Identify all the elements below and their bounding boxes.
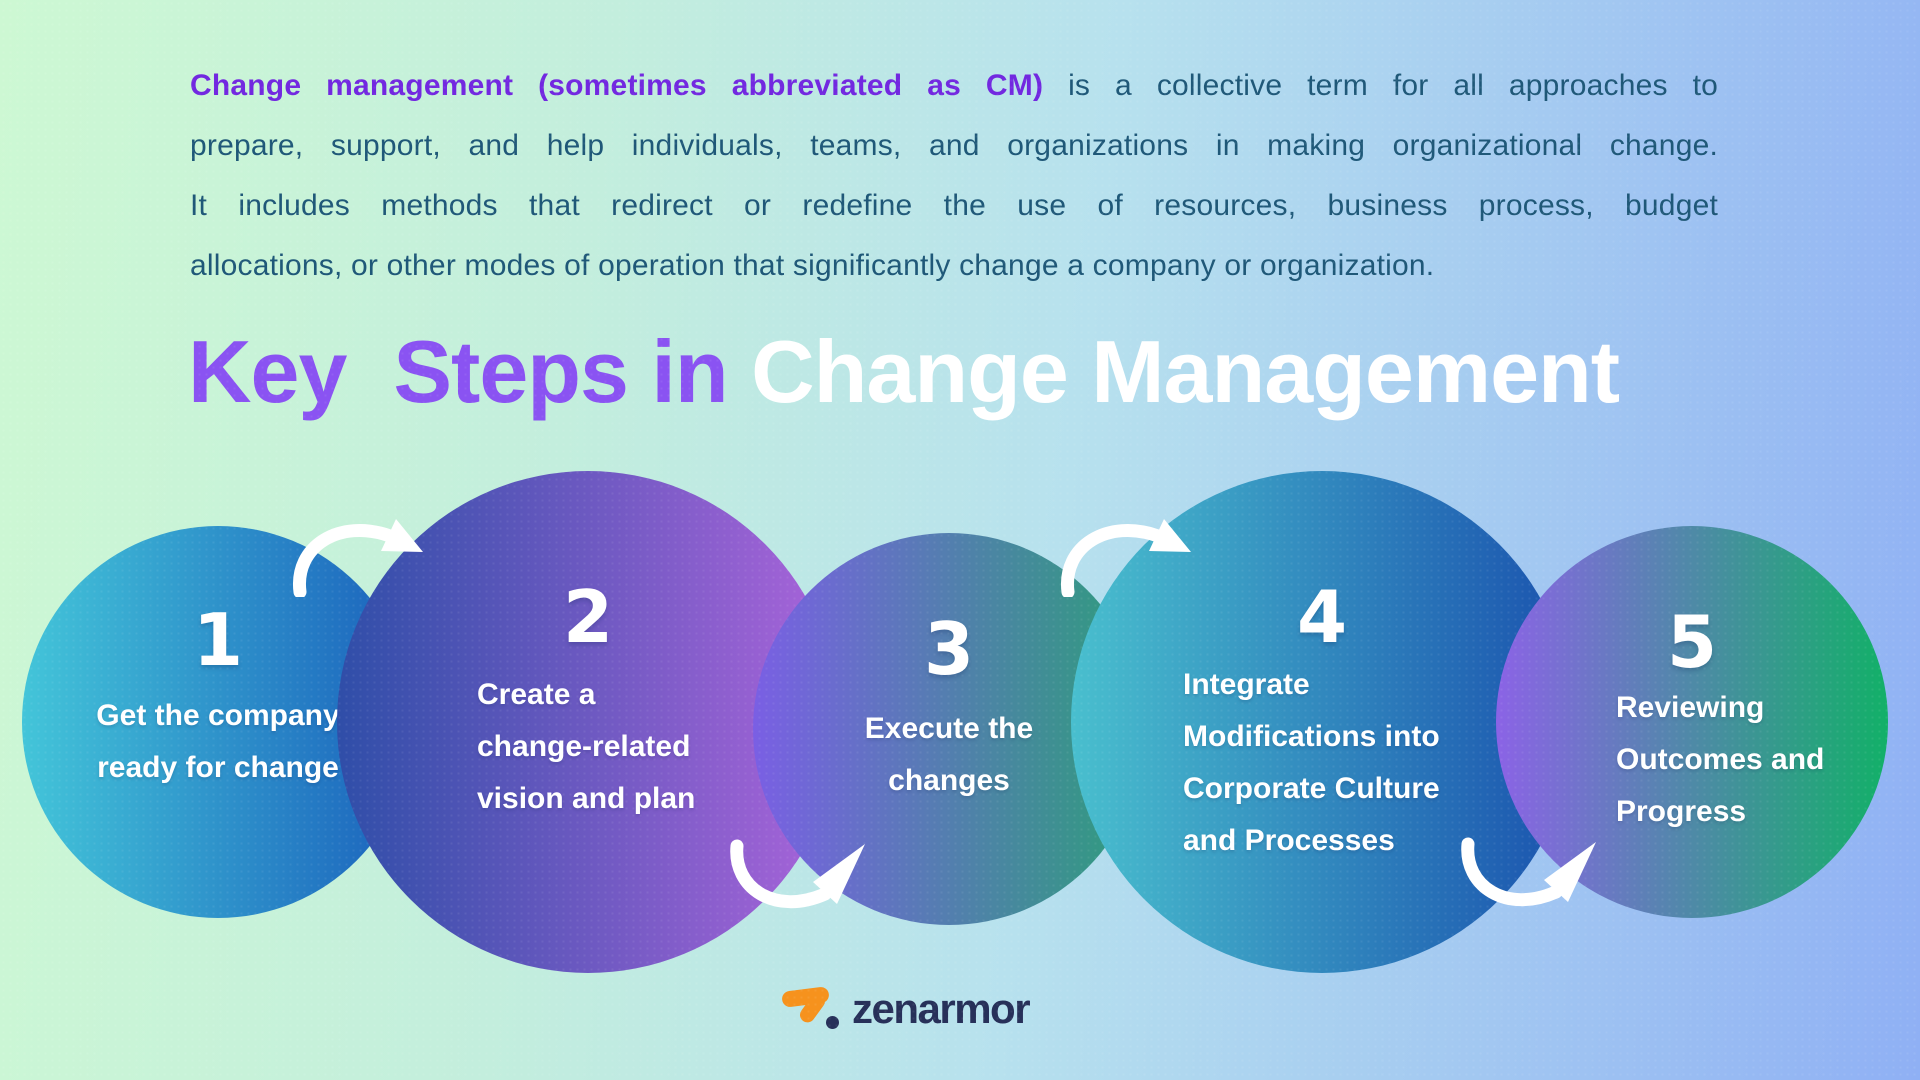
brand-wordmark: zenarmor bbox=[852, 985, 1031, 1032]
intro-line-3: It includes methods that redirect or red… bbox=[190, 189, 1718, 222]
title-white: Change Management bbox=[751, 322, 1620, 421]
title-purple: Key Steps in bbox=[188, 322, 752, 421]
step-label: Integrate Modifications into Corporate C… bbox=[1183, 668, 1440, 857]
intro-lead: Change management (sometimes abbreviated… bbox=[190, 69, 1044, 102]
intro-paragraph: Change management (sometimes abbreviated… bbox=[190, 56, 1718, 296]
intro-line-1-rest: is a collective term for all approaches … bbox=[1043, 69, 1718, 102]
intro-line-2: prepare, support, and help individuals, … bbox=[190, 129, 1718, 162]
step-number: 1 bbox=[192, 598, 244, 682]
step-number: 2 bbox=[562, 575, 614, 659]
step-label: Reviewing Outcomes and Progress bbox=[1616, 691, 1825, 828]
step-number: 5 bbox=[1666, 600, 1718, 684]
curved-arrow-up-icon bbox=[1058, 512, 1208, 599]
brand-logo: zenarmor bbox=[781, 985, 1122, 1042]
intro-line-4: allocations, or other modes of operation… bbox=[190, 249, 1435, 282]
page-title: Key Steps in Change Management bbox=[188, 322, 1620, 422]
step-circle-5: 5 Reviewing Outcomes and Progress bbox=[1496, 526, 1888, 918]
step-number: 3 bbox=[923, 607, 975, 691]
step-label: Execute the changes bbox=[864, 712, 1034, 797]
curved-arrow-down-icon bbox=[1458, 828, 1608, 928]
step-number: 4 bbox=[1296, 575, 1348, 659]
zenarmor-logo-icon bbox=[781, 986, 840, 1032]
curved-arrow-up-icon bbox=[290, 512, 440, 599]
step-label: Get the company ready for change bbox=[96, 699, 340, 784]
intro-line-1: Change management (sometimes abbreviated… bbox=[190, 56, 1718, 116]
logo-dot bbox=[826, 1016, 839, 1029]
step-label: Create a change-related vision and plan bbox=[477, 678, 696, 815]
curved-arrow-down-icon bbox=[727, 830, 877, 930]
